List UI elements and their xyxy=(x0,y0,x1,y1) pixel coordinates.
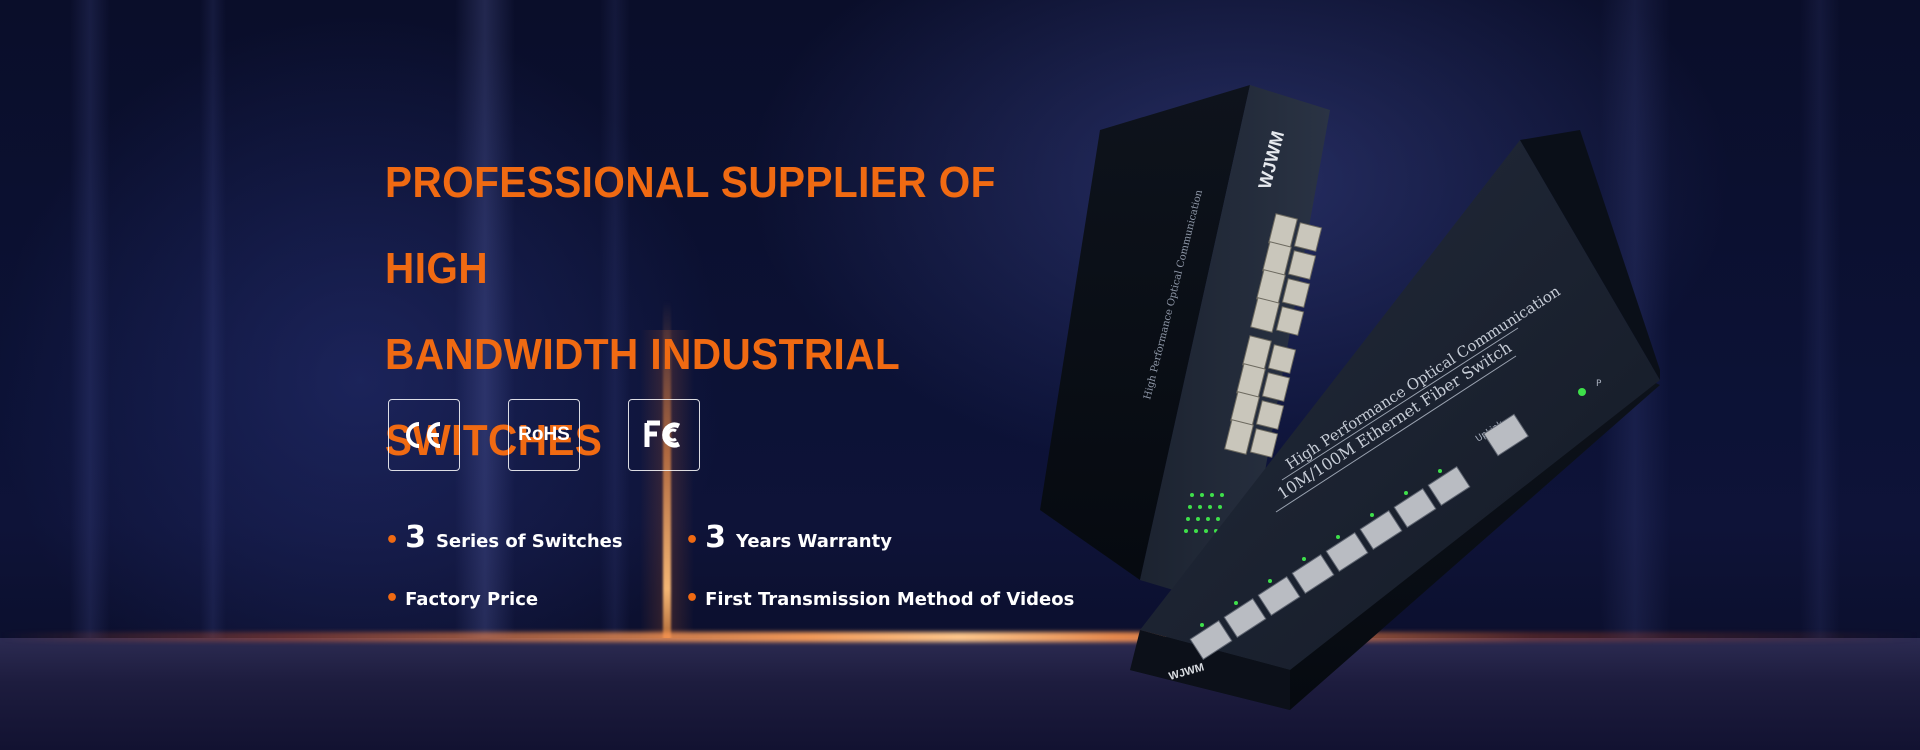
feature-text: Series of Switches xyxy=(435,531,623,552)
power-label: P xyxy=(1596,379,1602,389)
rohs-badge: RoHS xyxy=(508,399,580,471)
feature-text: Years Warranty xyxy=(735,531,892,552)
bullet-icon: • xyxy=(685,586,700,611)
feature-video: • First Transmission Method of Videos xyxy=(685,586,1074,611)
feature-number: 3 xyxy=(405,520,426,555)
ce-badge xyxy=(388,399,460,471)
headline-line-1: PROFESSIONAL SUPPLIER OF HIGH xyxy=(385,158,996,293)
stage-floor xyxy=(0,638,1920,750)
fcc-mark-icon xyxy=(644,420,681,448)
power-led-icon xyxy=(1578,388,1586,396)
horizon-glow xyxy=(0,632,1920,642)
bullet-icon: • xyxy=(685,528,700,553)
feature-text: First Transmission Method of Videos xyxy=(705,589,1075,610)
hero-headline: PROFESSIONAL SUPPLIER OF HIGH BANDWIDTH … xyxy=(385,140,1029,484)
ethernet-switch-product-image: High Performance Optical Communication W… xyxy=(1040,85,1660,710)
light-streak xyxy=(1800,0,1840,640)
feature-price: • Factory Price xyxy=(385,586,538,611)
light-streak xyxy=(200,0,226,640)
bullet-icon: • xyxy=(385,586,400,611)
bullet-icon: • xyxy=(385,528,400,553)
fcc-badge xyxy=(628,399,700,471)
front-switch: High Performance Optical Communication 1… xyxy=(1130,130,1660,710)
ce-mark-icon xyxy=(406,422,441,448)
rohs-mark-icon: RoHS xyxy=(518,424,570,445)
headline-line-2: BANDWIDTH INDUSTRIAL SWITCHES xyxy=(385,330,900,465)
feature-text: Factory Price xyxy=(405,589,539,610)
light-streak xyxy=(70,0,110,640)
feature-number: 3 xyxy=(705,520,726,555)
feature-list: • 3 Series of Switches • 3 Years Warrant… xyxy=(385,520,1105,630)
feature-series: • 3 Series of Switches xyxy=(385,520,623,555)
rear-switch: High Performance Optical Communication W… xyxy=(1040,85,1330,610)
feature-warranty: • 3 Years Warranty xyxy=(685,520,892,555)
